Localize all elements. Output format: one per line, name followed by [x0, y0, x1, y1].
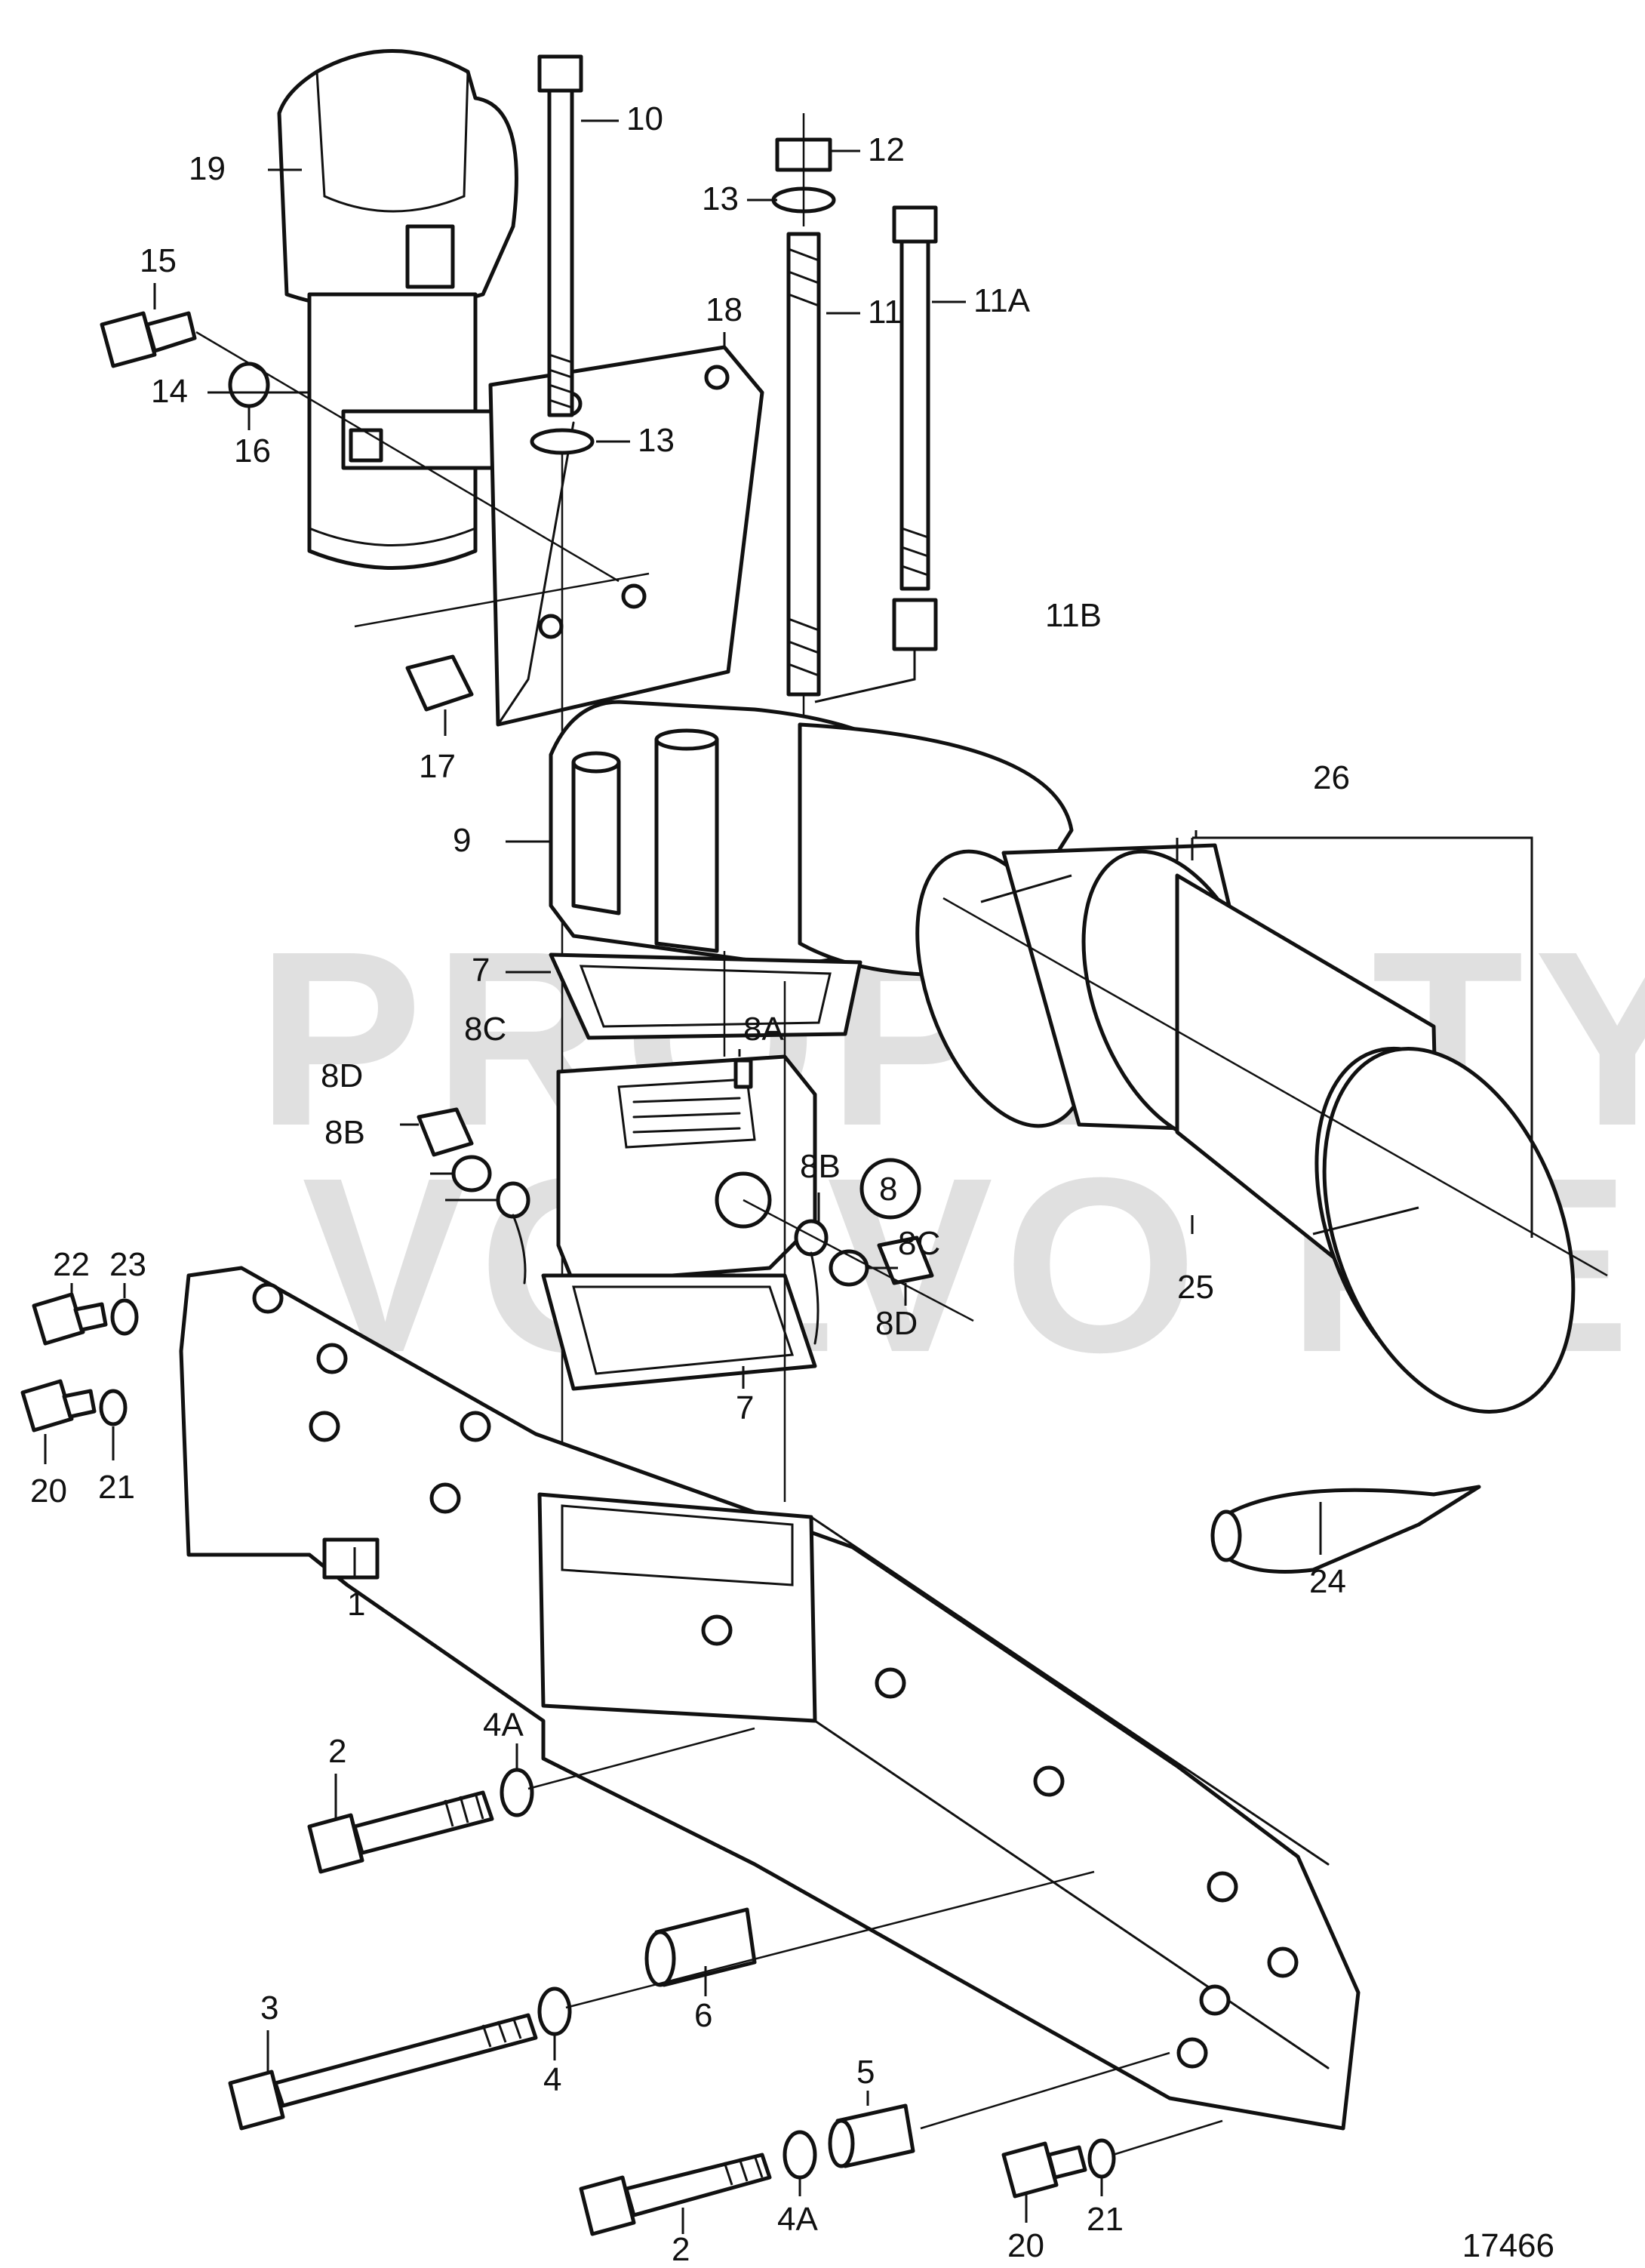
callout-4: 4: [543, 2061, 561, 2098]
callout-16: 16: [234, 432, 271, 469]
callout-21-left: 21: [98, 1469, 135, 1506]
callout-8: 8: [879, 1171, 897, 1208]
callout-17: 17: [419, 748, 456, 785]
part-2-4a-upper: [307, 1727, 755, 1874]
callout-13-mid: 13: [638, 422, 675, 459]
callout-18: 18: [706, 291, 743, 328]
callout-25: 25: [1177, 1269, 1214, 1306]
callout-14: 14: [151, 373, 188, 410]
callout-8c-right: 8C: [898, 1225, 940, 1262]
callout-3: 3: [260, 1990, 278, 2026]
callout-9: 9: [453, 822, 471, 859]
leader-lines: [44, 119, 1533, 2234]
callout-12: 12: [868, 131, 905, 168]
part-20-23-plugs: [20, 1292, 139, 1433]
callout-6: 6: [694, 1997, 712, 2034]
callout-4a-upper: 4A: [483, 1706, 524, 1743]
drawing-number: 17466: [1462, 2227, 1554, 2264]
callout-8c-left: 8C: [464, 1011, 506, 1048]
part-17-nut: [354, 572, 650, 712]
callout-8d-left: 8D: [321, 1057, 363, 1094]
part-11-stud: [786, 232, 821, 740]
callout-8a: 8A: [743, 1011, 784, 1048]
callout-24: 24: [1309, 1563, 1346, 1600]
part-11a-bolt: [814, 205, 938, 703]
callout-labels: 19 10 12 13 11 11A 15 13 18 16 14 11B 17…: [30, 100, 1350, 2268]
callout-4a-lower: 4A: [777, 2201, 818, 2238]
part-26-pipe-clamps: [915, 843, 1608, 1414]
callout-23: 23: [109, 1246, 146, 1283]
part-7-gasket-top: [549, 952, 862, 1040]
callout-circle-8: [859, 1158, 921, 1220]
callout-7-bottom: 7: [736, 1389, 754, 1426]
part-1-manifold: [179, 1266, 1361, 2131]
part-19-cover: [277, 49, 518, 312]
callout-22: 22: [53, 1246, 90, 1283]
callout-1: 1: [347, 1586, 365, 1623]
callout-20-lower: 20: [1007, 2227, 1044, 2264]
callout-13-top: 13: [702, 180, 739, 217]
part-18-bracket: [488, 345, 764, 727]
callout-2-lower: 2: [672, 2231, 690, 2268]
part-2-4a-5-lower: [579, 2051, 1170, 2236]
callout-11a: 11A: [973, 282, 1031, 319]
part-8bcd-left: [417, 1107, 530, 1285]
part-24-tube: [1210, 1485, 1481, 1574]
callout-20-left: 20: [30, 1473, 67, 1509]
callout-8d-right: 8D: [875, 1305, 918, 1342]
part-12-13-nut-washer: [771, 113, 836, 226]
callout-19: 19: [189, 150, 226, 187]
callout-26: 26: [1313, 759, 1350, 796]
part-20-21-lower: [1001, 2119, 1223, 2199]
callout-15: 15: [140, 242, 177, 279]
callout-8b-left: 8B: [324, 1114, 365, 1151]
callout-7-top: 7: [472, 952, 490, 989]
callout-21-lower: 21: [1087, 2201, 1124, 2238]
callout-11b: 11B: [1045, 597, 1102, 634]
part-3-4-6: [228, 1870, 1095, 2131]
part-8a-valve-block: [556, 1054, 817, 1285]
callout-8b-right: 8B: [800, 1148, 841, 1185]
part-14-sensor: [307, 292, 523, 570]
callout-5: 5: [856, 2054, 875, 2091]
part-8bcd-right: [743, 1199, 974, 1345]
callout-10: 10: [626, 100, 663, 137]
part-7-gasket-bottom: [541, 1273, 817, 1391]
callout-11: 11: [868, 294, 902, 331]
callout-2-upper: 2: [328, 1733, 346, 1770]
part-15-16-bolt-washer: [100, 311, 620, 583]
alignment-axes: [723, 951, 786, 1502]
